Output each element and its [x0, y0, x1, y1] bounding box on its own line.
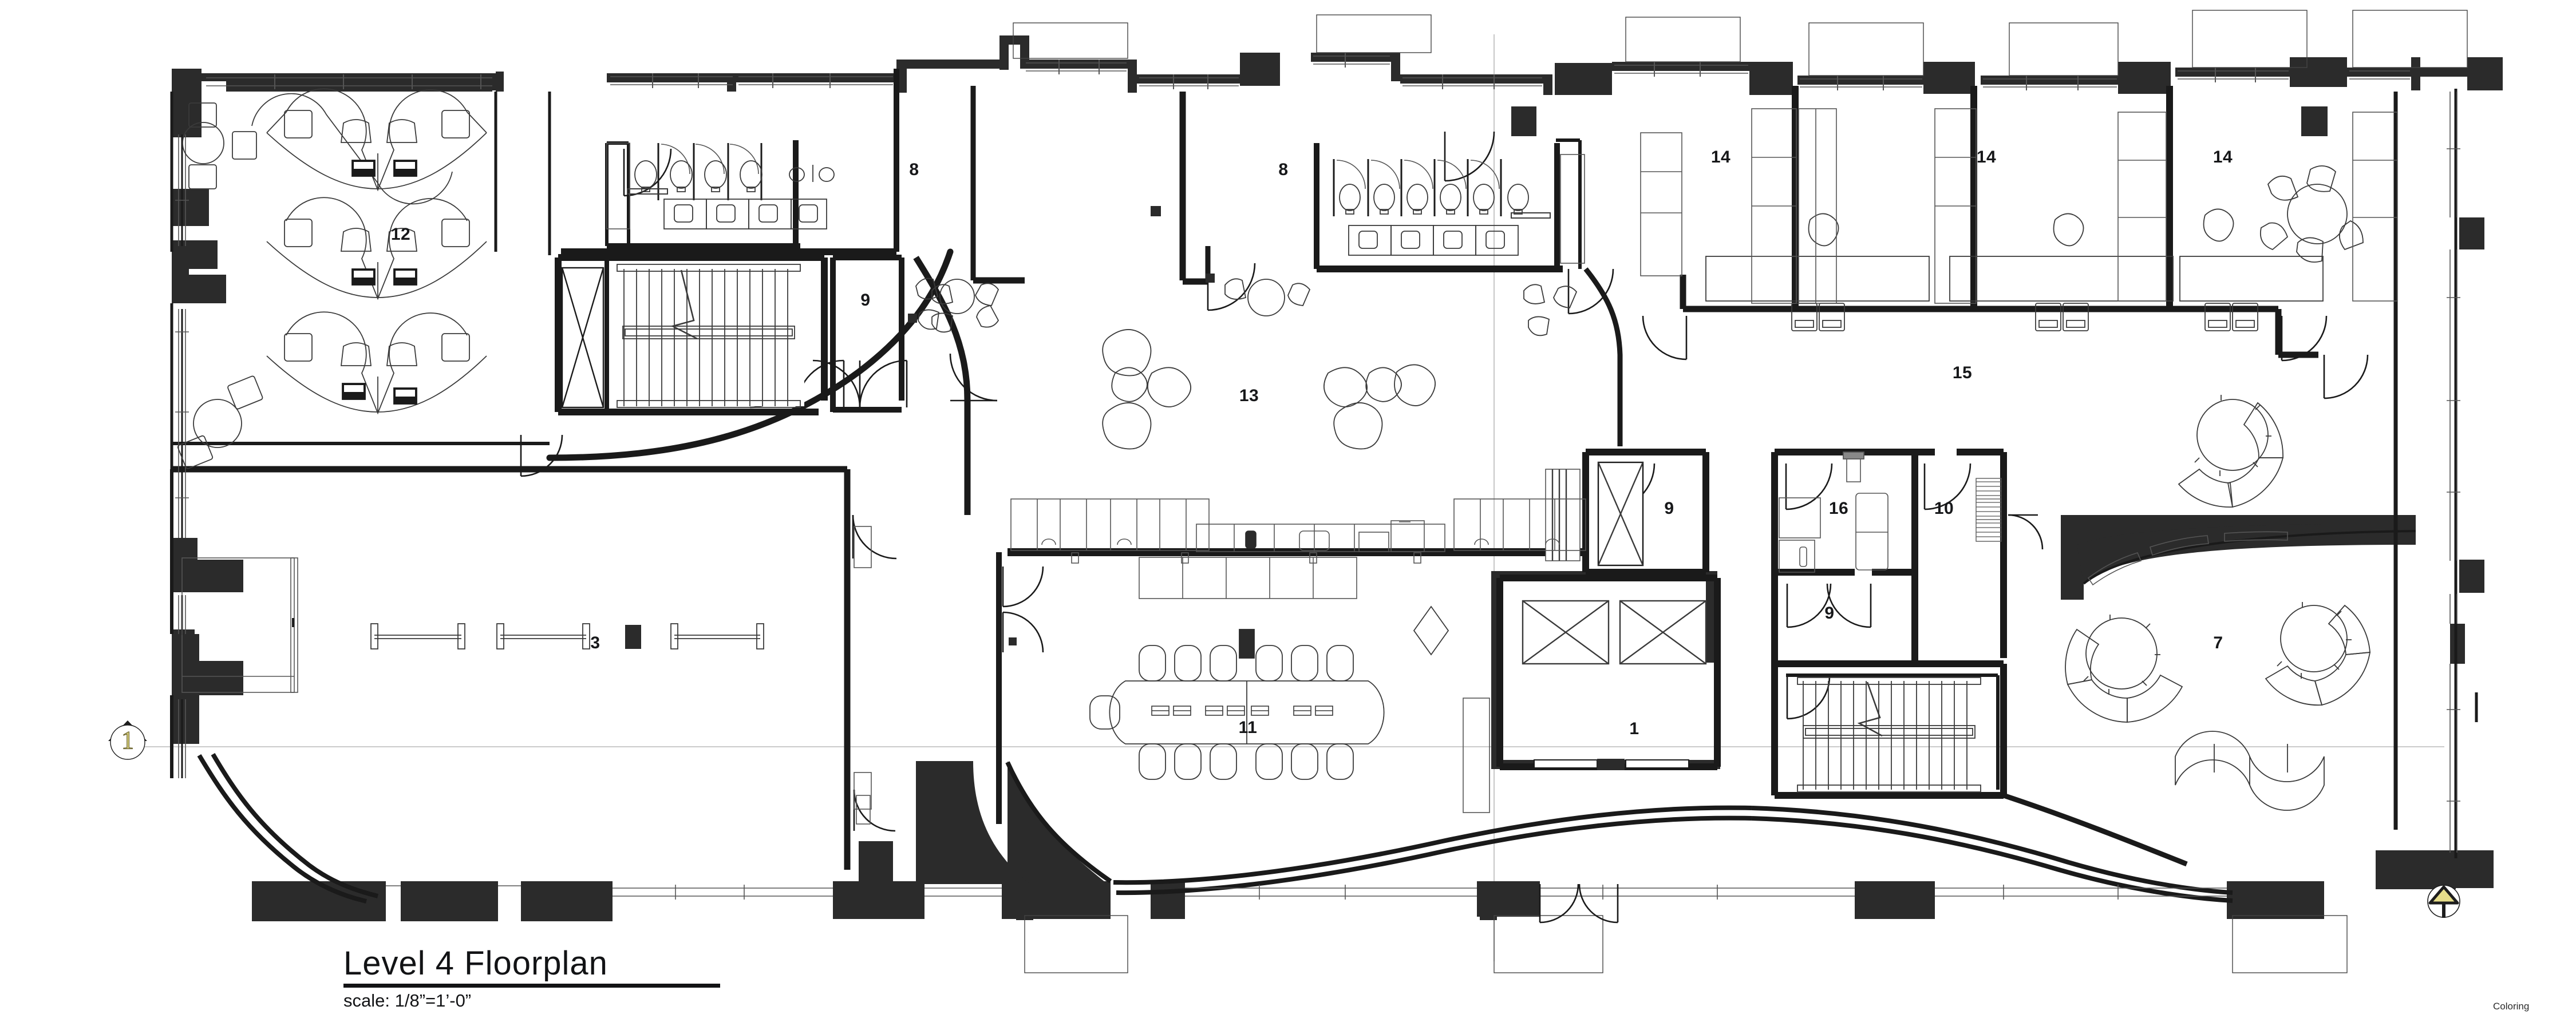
section-marker-graphic	[108, 720, 147, 760]
room-label-12: 12	[390, 225, 411, 244]
cafe-furniture	[2065, 395, 2371, 811]
room-label-13: 13	[1239, 386, 1259, 405]
room-label-1: 1	[1629, 719, 1639, 738]
section-marker-number: 1	[121, 726, 134, 754]
elevator-cabs	[1522, 461, 1707, 770]
room-label-11: 11	[1238, 718, 1258, 737]
columns	[908, 206, 1215, 645]
room-label-14-b: 14	[1976, 148, 1997, 167]
title-block: Level 4 Floorplan scale: 1/8”=1’-0”	[343, 947, 720, 1011]
drawing-title: Level 4 Floorplan	[343, 945, 608, 982]
workstation-clusters	[251, 88, 487, 415]
room-label-15: 15	[1952, 363, 1973, 382]
room-label-7: 7	[2213, 633, 2223, 652]
curtain-wall-glazing	[175, 10, 2468, 973]
room-label-9-center: 9	[1664, 499, 1674, 518]
wall-lines	[170, 69, 2458, 870]
watermark: Coloring	[2493, 1001, 2530, 1012]
room-label-8-west: 8	[909, 160, 919, 179]
round-tables	[177, 102, 2364, 469]
north-arrow-icon	[2427, 885, 2460, 918]
room-label-16: 16	[1828, 499, 1849, 518]
office-furniture	[1640, 108, 2398, 331]
doors	[520, 131, 2369, 924]
room-label-9-west: 9	[860, 291, 871, 310]
room-label-3: 3	[590, 633, 600, 652]
reference-gridlines	[131, 34, 2444, 961]
room-label-9-east: 9	[1824, 604, 1835, 623]
pantry-casework	[1010, 498, 1586, 599]
conference-furniture	[1089, 629, 1490, 813]
title-underline	[343, 984, 720, 988]
drawing-scale: scale: 1/8”=1’-0”	[343, 991, 472, 1011]
service-room-fixtures	[1779, 451, 2002, 573]
restroom-west-fixtures	[606, 142, 835, 229]
north-arrow	[2423, 880, 2465, 922]
stair-west	[561, 264, 804, 409]
wall-poche	[172, 35, 2503, 921]
restroom-east-fixtures	[1333, 154, 1585, 264]
room-label-10: 10	[1934, 499, 1954, 518]
room-label-8-east: 8	[1278, 160, 1289, 179]
room-label-14-c: 14	[2212, 148, 2233, 167]
hall-tables	[181, 526, 872, 825]
stair-east	[1797, 677, 1981, 793]
section-marker: 1	[106, 718, 149, 762]
lounge-furniture	[1102, 329, 1449, 656]
room-label-14-a: 14	[1710, 148, 1731, 167]
